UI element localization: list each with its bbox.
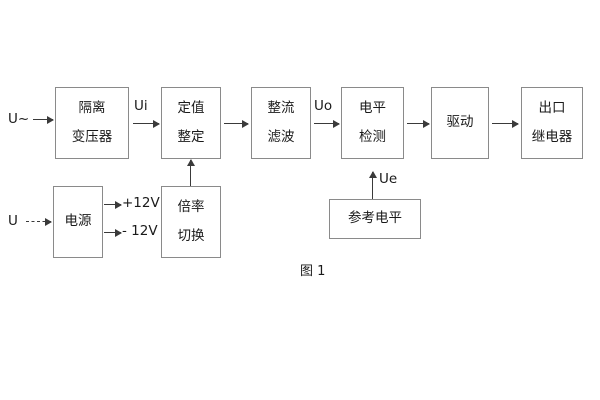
rail-negative-label: - 12V: [122, 223, 158, 239]
block-multiplier-switch-line1: 倍率: [177, 198, 205, 215]
block-rectify-filter: 整流 滤波: [251, 87, 311, 159]
figure-caption: 图 1: [300, 264, 326, 279]
block-setting-value-line1: 定值: [177, 99, 205, 116]
signal-ue-label: Ue: [379, 171, 398, 187]
arrow-reference-level-to-level-detect: [368, 171, 377, 199]
arrow-level-detect-to-drive: [407, 120, 430, 128]
arrow-setting-value-to-rectify-filter: [224, 120, 249, 128]
block-output-relay-line1: 出口: [538, 99, 566, 116]
block-power-supply-line1: 电源: [64, 213, 92, 230]
block-power-supply: 电源: [53, 186, 103, 258]
arrow-rectify-filter-to-level-detect: [314, 120, 340, 128]
block-level-detect-line1: 电平: [359, 99, 386, 116]
block-isolation-transformer-line1: 隔离: [78, 99, 106, 116]
input-dc-label: U: [8, 213, 18, 229]
block-level-detect: 电平 检测: [341, 87, 404, 159]
arrow-rail-negative: [104, 229, 122, 237]
block-output-relay-line2: 继电器: [531, 128, 573, 145]
signal-uo-label: Uo: [314, 98, 333, 114]
input-ac-label: U~: [8, 111, 30, 127]
block-rectify-filter-line1: 整流: [267, 99, 295, 116]
block-reference-level: 参考电平: [329, 199, 421, 239]
block-multiplier-switch: 倍率 切换: [161, 186, 221, 258]
block-output-relay: 出口 继电器: [521, 87, 583, 159]
block-isolation-transformer-line2: 变压器: [71, 128, 113, 145]
arrow-multiplier-switch-to-setting-value: [186, 159, 195, 186]
block-drive-line1: 驱动: [446, 114, 474, 131]
block-reference-level-line1: 参考电平: [348, 210, 402, 227]
arrow-input-dc-to-power-supply: [26, 218, 52, 226]
arrow-rail-positive: [104, 201, 122, 209]
block-setting-value: 定值 整定: [161, 87, 221, 159]
arrow-isolation-transformer-to-setting-value: [133, 120, 160, 128]
block-multiplier-switch-line2: 切换: [177, 227, 205, 244]
arrow-drive-to-output-relay: [492, 120, 519, 128]
block-drive: 驱动: [431, 87, 489, 159]
block-level-detect-line2: 检测: [359, 128, 386, 145]
signal-ui-label: Ui: [134, 98, 148, 114]
rail-positive-label: +12V: [122, 195, 160, 211]
block-isolation-transformer: 隔离 变压器: [55, 87, 129, 159]
block-rectify-filter-line2: 滤波: [267, 128, 295, 145]
block-setting-value-line2: 整定: [177, 128, 205, 145]
arrow-input-ac-to-isolation-transformer: [33, 116, 54, 124]
